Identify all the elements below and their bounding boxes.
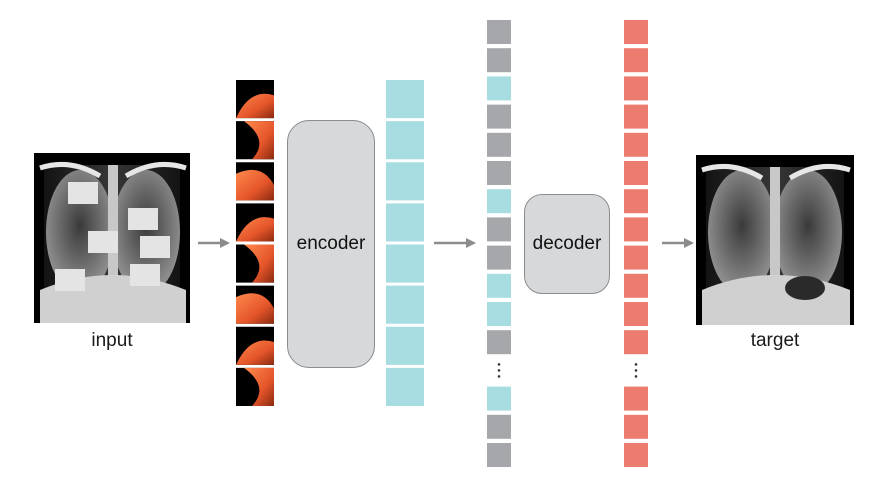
target-xray-image: [696, 155, 854, 325]
visible-token: [487, 76, 511, 101]
flamingo-patch-fill: [236, 169, 274, 201]
flamingo-patch-fill: [236, 340, 274, 365]
decoder-output-column: [624, 20, 648, 467]
flamingo-patch-fill: [244, 367, 274, 406]
decoded-token: [624, 20, 648, 44]
target-label: target: [750, 330, 800, 351]
full-token-sequence: [487, 20, 511, 467]
ellipsis-dot: [634, 375, 638, 378]
mask-token: [487, 48, 511, 73]
encoder-label: encoder: [296, 233, 366, 254]
decoded-token: [624, 104, 648, 129]
flamingo-patch-fill: [236, 93, 274, 119]
mask-token: [487, 443, 511, 467]
mask-token: [487, 330, 511, 355]
decoded-token: [624, 302, 648, 326]
mask-token: [487, 132, 511, 157]
mask-token: [487, 104, 511, 129]
encoded-token: [386, 244, 424, 283]
decoded-token: [624, 443, 648, 467]
mask-token: [487, 245, 511, 270]
encoded-token: [386, 326, 424, 365]
mask-token: [487, 161, 511, 185]
visible-token: [487, 386, 511, 411]
decoder-block: decoder: [524, 194, 610, 294]
flamingo-patch-fill: [244, 121, 274, 160]
encoded-token-column: [386, 80, 424, 406]
decoded-token: [624, 189, 648, 214]
decoded-token: [624, 386, 648, 411]
visible-token: [487, 189, 511, 214]
flamingo-patch-fill: [236, 217, 274, 242]
mask-token: [487, 217, 511, 242]
visible-token: [487, 273, 511, 298]
decoded-token: [624, 76, 648, 101]
decoded-token: [624, 414, 648, 439]
encoded-token: [386, 80, 424, 119]
flamingo-patch-fill: [236, 293, 274, 324]
decoder-label: decoder: [532, 233, 602, 254]
ellipsis-dot: [497, 369, 501, 372]
flamingo-patch-fill: [244, 244, 274, 283]
decoded-token: [624, 273, 648, 298]
encoded-token: [386, 162, 424, 201]
encoded-token: [386, 121, 424, 160]
mask-patches: [55, 182, 170, 291]
decoded-token: [624, 245, 648, 270]
ellipsis-dot: [497, 375, 501, 378]
mask-token: [487, 414, 511, 439]
encoded-token: [386, 203, 424, 242]
ellipsis-dot: [497, 363, 501, 366]
encoded-token: [386, 367, 424, 406]
decoded-token: [624, 132, 648, 157]
encoded-token: [386, 285, 424, 324]
mask-token: [487, 20, 511, 44]
decoded-token: [624, 161, 648, 185]
decoded-token: [624, 330, 648, 355]
visible-token: [487, 302, 511, 326]
decoded-token: [624, 48, 648, 73]
ellipsis-dot: [634, 369, 638, 372]
input-label: input: [91, 330, 133, 351]
decoded-token: [624, 217, 648, 242]
ellipsis-dot: [634, 363, 638, 366]
patch-column: [236, 80, 274, 406]
encoder-block: encoder: [287, 120, 375, 368]
